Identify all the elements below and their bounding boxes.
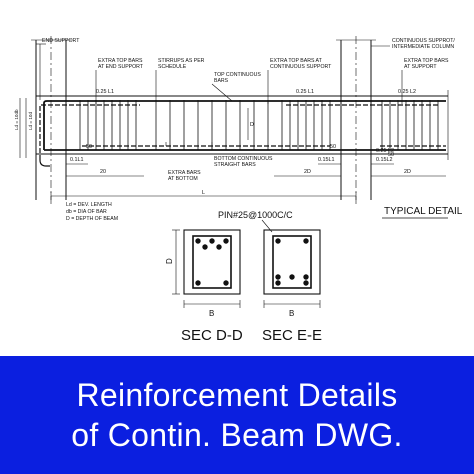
dim-twenty-a: 20 — [100, 169, 106, 175]
callout-end-support: END SUPPORT — [42, 38, 80, 44]
dim-ld-b: Ld = 10d — [28, 112, 33, 130]
dim-twenty-b: 2D — [304, 169, 311, 175]
banner-title-line-1: Reinforcement Details — [76, 377, 398, 413]
dimension-lines — [19, 95, 446, 200]
dim-fifty-a: 50 — [86, 144, 92, 150]
dim-l2-quarter-b: 0.25 L2 — [376, 148, 394, 154]
beam-drawing: END SUPPORT EXTRA TOP BARS AT END SUPPOR… — [0, 0, 474, 352]
section-dd-stirrup — [192, 235, 232, 289]
callout-stirrups-2: SCHEDULE — [158, 64, 187, 70]
extra-top-bars — [39, 104, 440, 160]
section-dd-width: B — [209, 309, 214, 318]
callout-bottom-cont-1: BOTTOM CONTINUOUS — [214, 156, 273, 162]
section-dd-bar — [202, 244, 208, 250]
callout-top-cont-2: BARS — [214, 78, 229, 84]
callout-extra-top-end-1: EXTRA TOP BARS — [98, 58, 143, 64]
section-ee: B SEC E-E — [262, 229, 322, 344]
callout-stirrups-1: STIRRUPS AS PER — [158, 58, 205, 64]
pin-note: PIN#25@1000C/C — [218, 210, 293, 220]
section-ee-bar — [303, 274, 309, 280]
legend-db: db = DIA OF BAR — [66, 209, 107, 215]
banner-title-line-2: of Contin. Beam DWG. — [71, 417, 403, 453]
dim-fifty-b: 50 — [330, 144, 336, 150]
dim-l2-fifteen: 0.15L2 — [376, 157, 393, 163]
section-ee-stirrup — [272, 235, 312, 289]
dim-l1-fifteen: 0.15L1 — [318, 157, 335, 163]
dim-fifty-c: 50 — [388, 152, 394, 158]
callout-extra-top-mid-2: CONTINUOUS SUPPORT — [270, 64, 332, 70]
section-dd-bar — [223, 238, 229, 244]
callout-extra-top-right-1: EXTRA TOP BARS — [404, 58, 449, 64]
section-ee-bar — [303, 280, 309, 286]
section-dd-bar — [209, 238, 215, 244]
callout-extra-bottom-2: AT BOTTOM — [168, 176, 198, 182]
legend-ld: Ld = DEV. LENGTH — [66, 202, 112, 208]
section-dd-label: SEC D-D — [181, 327, 243, 344]
section-ee-bar — [303, 238, 309, 244]
leader-lines — [36, 43, 403, 150]
callout-extra-top-end-2: AT END SUPPORT — [98, 64, 144, 70]
legend-d: D = DEPTH OF BEAM — [66, 216, 118, 222]
title-banner: Reinforcement Details of Contin. Beam DW… — [0, 352, 474, 474]
section-dd-bar — [223, 280, 229, 286]
section-ee-label: SEC E-E — [262, 327, 322, 344]
callout-cont-support-1: CONTINUOUS SUPPROT/ — [392, 38, 455, 44]
dim-span-l: L — [202, 190, 205, 196]
stirrups — [79, 100, 439, 150]
callout-cont-support-2: INTERMEDIATE COLUMN — [392, 44, 454, 50]
dim-depth-d: D — [250, 122, 254, 128]
section-dd-outline — [183, 229, 241, 295]
end-support-column — [31, 36, 71, 204]
callout-top-cont-1: TOP CONTINUOUS — [214, 72, 261, 78]
section-ee-bar — [275, 280, 281, 286]
legend: Ld = DEV. LENGTH db = DIA OF BAR D = DEP… — [66, 202, 118, 222]
dim-l1-quarter-b: 0.25 L1 — [296, 89, 314, 95]
section-ee-bar — [289, 274, 295, 280]
callout-extra-top-right-2: AT SUPPORT — [404, 64, 437, 70]
callout-extra-top-mid-1: EXTRA TOP BARS AT — [270, 58, 323, 64]
section-dd-depth: D — [165, 258, 174, 264]
section-dd-bar — [195, 280, 201, 286]
continuous-support-column — [336, 36, 376, 204]
dim-twenty-c: 2D — [404, 169, 411, 175]
section-dd-bar — [216, 244, 222, 250]
section-dd-bar — [195, 238, 201, 244]
callout-bottom-cont-2: STRAIGHT BARS — [214, 162, 256, 168]
dim-l2-quarter: 0.25 L2 — [398, 89, 416, 95]
dim-l1-tenth: 0.1L1 — [70, 157, 84, 163]
section-ee-outline — [263, 229, 321, 295]
dimension-labels: 0.25 L1 0.25 L1 0.25 L2 0.25 L2 50 50 50… — [14, 89, 416, 196]
typical-detail: TYPICAL DETAIL — [382, 206, 463, 219]
section-dd: D B SEC D-D — [165, 229, 243, 344]
section-ee-width: B — [289, 309, 294, 318]
beam-drawing-svg: END SUPPORT EXTRA TOP BARS AT END SUPPOR… — [14, 36, 463, 344]
callouts: END SUPPORT EXTRA TOP BARS AT END SUPPOR… — [42, 38, 455, 182]
dim-ld-a: Ld = 10db — [14, 109, 19, 130]
callout-extra-bottom-1: EXTRA BARS — [168, 170, 201, 176]
section-ee-bar — [275, 274, 281, 280]
dim-l1-quarter: 0.25 L1 — [96, 89, 114, 95]
typical-detail-label: TYPICAL DETAIL — [384, 206, 463, 217]
hook-end — [39, 159, 50, 167]
section-ee-bar — [275, 238, 281, 244]
top-continuous-bar — [43, 100, 446, 150]
